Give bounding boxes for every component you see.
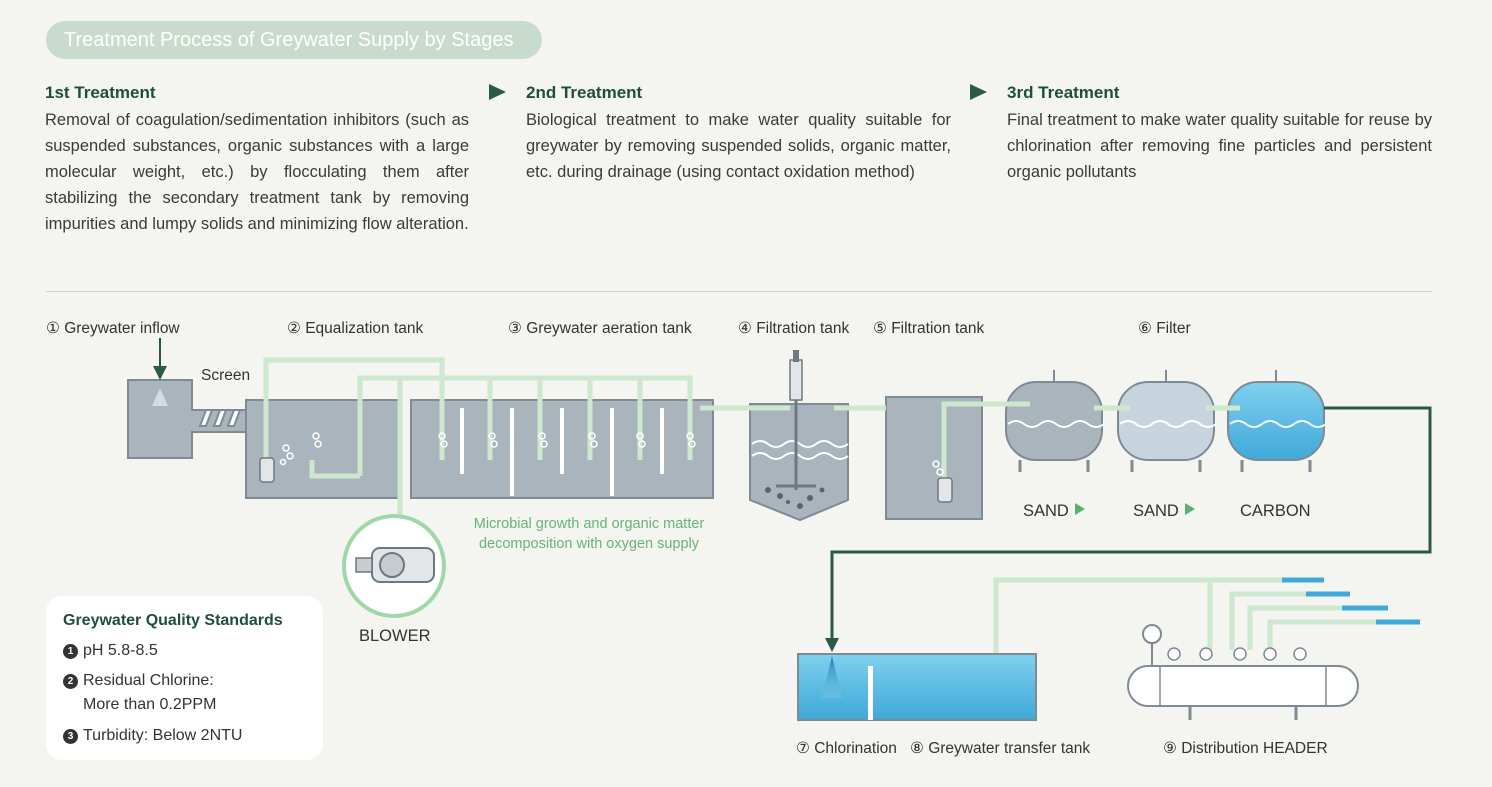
- label-distribution-header: ⑨ Distribution HEADER: [1163, 740, 1328, 757]
- page-title: Treatment Process of Greywater Supply by…: [46, 21, 542, 59]
- label-screen: Screen: [201, 367, 251, 384]
- stage-arrow-icon: [489, 84, 506, 100]
- equalization-tank: [245, 399, 401, 499]
- sand-1-text: SAND: [1023, 502, 1069, 520]
- label-chlorination: ⑦ Chlorination: [796, 740, 897, 757]
- standard-item-1: 1 pH 5.8-8.5: [63, 639, 158, 663]
- filter-vessels: [1005, 370, 1327, 472]
- inflow-chamber: [127, 338, 247, 459]
- number-badge: 3: [63, 729, 78, 744]
- stage-1-heading: 1st Treatment: [45, 83, 156, 102]
- stage-3-heading: 3rd Treatment: [1007, 83, 1120, 102]
- label-blower: BLOWER: [359, 627, 431, 645]
- standard-item-2: 2 Residual Chlorine: More than 0.2PPM: [63, 669, 216, 717]
- chlorination-tank: [797, 653, 1037, 721]
- standard-item-1-text: pH 5.8-8.5: [83, 642, 158, 659]
- standard-item-2-text: Residual Chlorine:: [83, 672, 214, 689]
- aeration-tank: [410, 399, 714, 499]
- stage-2-text: Biological treatment to make water quali…: [526, 111, 951, 181]
- stage-arrow-icon: [970, 84, 987, 100]
- water-outlets: [1282, 577, 1420, 625]
- sand-2-text: SAND: [1133, 502, 1179, 520]
- next-arrow-icon: [1074, 503, 1085, 515]
- clarifier-tank: [749, 350, 849, 522]
- label-transfer-tank: ⑧ Greywater transfer tank: [910, 740, 1091, 757]
- next-arrow-icon: [1184, 503, 1195, 515]
- label-aeration-tank: ③ Greywater aeration tank: [508, 320, 692, 337]
- label-greywater-inflow: ① Greywater inflow: [46, 320, 180, 337]
- filtration-tank: [885, 396, 983, 520]
- label-filter: ⑥ Filter: [1138, 320, 1191, 337]
- label-filtration-tank-4: ④ Filtration tank: [738, 320, 850, 337]
- flow-arrow-icon: [825, 638, 839, 652]
- stage-2-heading: 2nd Treatment: [526, 83, 643, 102]
- standard-item-2-text-line2: More than 0.2PPM: [83, 696, 217, 713]
- microbial-note-line2: decomposition with oxygen supply: [478, 536, 700, 552]
- stage-1: 1st Treatment Removal of coagulation/sed…: [45, 82, 469, 237]
- stage-3-text: Final treatment to make water quality su…: [1007, 111, 1432, 181]
- distribution-header: [1127, 624, 1359, 720]
- label-sand-2: SAND: [1133, 502, 1195, 521]
- divider: [46, 291, 1432, 292]
- number-badge: 1: [63, 644, 78, 659]
- stage-3: 3rd Treatment Final treatment to make wa…: [1007, 82, 1432, 185]
- stage-1-text: Removal of coagulation/sedimentation inh…: [45, 111, 469, 233]
- bubble-icons: [279, 432, 1024, 686]
- label-equalization-tank: ② Equalization tank: [287, 320, 424, 337]
- blower: [342, 514, 446, 618]
- outlet-pipe: [830, 406, 1432, 640]
- standard-item-3-text: Turbidity: Below 2NTU: [83, 727, 243, 744]
- label-carbon: CARBON: [1240, 502, 1311, 520]
- standard-item-3: 3 Turbidity: Below 2NTU: [63, 724, 242, 748]
- microbial-note-line1: Microbial growth and organic matter: [473, 516, 705, 532]
- stage-2: 2nd Treatment Biological treatment to ma…: [526, 82, 951, 185]
- quality-standards-title: Greywater Quality Standards: [63, 612, 283, 629]
- label-sand-1: SAND: [1023, 502, 1085, 521]
- label-filtration-tank-5: ⑤ Filtration tank: [873, 320, 985, 337]
- microbial-note: Microbial growth and organic matter deco…: [456, 514, 722, 554]
- number-badge: 2: [63, 674, 78, 689]
